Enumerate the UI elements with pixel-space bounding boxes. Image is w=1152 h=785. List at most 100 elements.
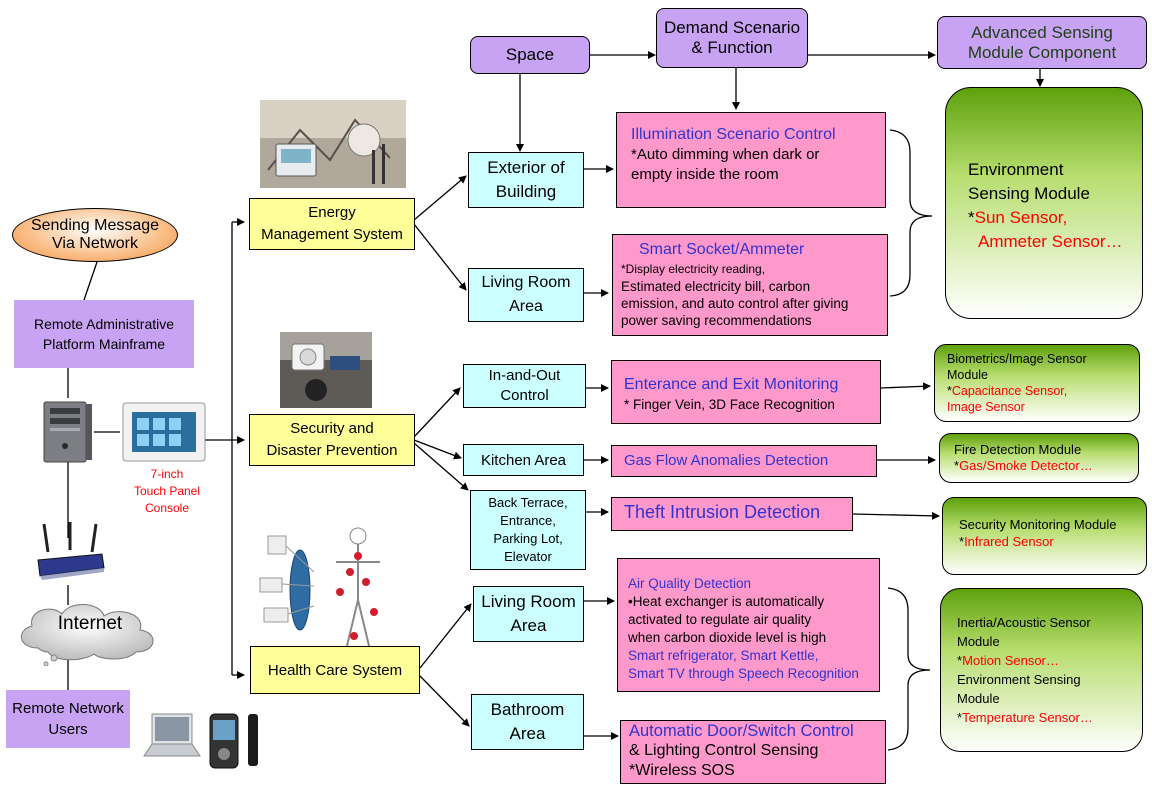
internet-cloud-icon xyxy=(21,604,154,666)
security-line2: Disaster Prevention xyxy=(266,442,398,459)
energy-management-box: Energy Management System xyxy=(249,198,415,250)
security-disaster-box: Security and Disaster Prevention xyxy=(249,414,415,466)
in-out-control-box: In-and-Out Control xyxy=(463,364,586,408)
remote-admin-line2: Platform Mainframe xyxy=(42,336,166,352)
brace-health xyxy=(887,587,931,751)
environment-sensing-module: Environment Sensing Module *Sun Sensor, … xyxy=(945,87,1143,319)
inertia-acoustic-module: Inertia/Acoustic Sensor Module *Motion S… xyxy=(940,588,1143,752)
slim-phone-icon xyxy=(248,714,258,766)
fire-detection-module: Fire Detection Module *Gas/Smoke Detecto… xyxy=(939,433,1139,483)
bio-sensor-1-text: Capacitance Sensor, xyxy=(951,384,1068,398)
fire-sensor-text: Gas/Smoke Detector… xyxy=(959,458,1093,473)
living-room-box-1: Living Room Area xyxy=(468,268,584,322)
living1-line2: Area xyxy=(509,298,543,315)
illumination-body-2: empty inside the room xyxy=(631,166,779,183)
internet-label: Internet xyxy=(57,613,123,634)
bathroom-line2: Area xyxy=(509,724,546,743)
gas-flow-box: Gas Flow Anomalies Detection xyxy=(611,445,877,477)
entrance-body: * Finger Vein, 3D Face Recognition xyxy=(624,397,835,412)
air-extra-1: Smart refrigerator, Smart Kettle, xyxy=(628,648,819,663)
demand-label-line2: & Function xyxy=(691,38,773,57)
theft-intrusion-box: Theft Intrusion Detection xyxy=(611,497,853,531)
exterior-building-box: Exterior of Building xyxy=(468,152,584,208)
security-photo xyxy=(280,332,372,408)
living2-line1: Living Room xyxy=(481,592,576,611)
inertia-title2-2: Module xyxy=(957,691,1000,706)
security-line1: Security and xyxy=(290,420,374,437)
air-quality-box: Air Quality Detection •Heat exchanger is… xyxy=(617,558,880,692)
illumination-control-box: Illumination Scenario Control *Auto dimm… xyxy=(616,112,886,208)
socket-body-3: emission, and auto control after giving xyxy=(621,296,849,311)
inertia-title-1: Inertia/Acoustic Sensor xyxy=(957,615,1091,630)
arrow-health-living2 xyxy=(419,603,472,669)
secmon-sensor: *Infrared Sensor xyxy=(959,534,1054,549)
entrance-exit-box: Enterance and Exit Monitoring * Finger V… xyxy=(611,360,881,424)
arrow-energy-exterior xyxy=(413,175,467,221)
arrow-health-bathroom xyxy=(419,675,470,727)
door-title: Automatic Door/Switch Control xyxy=(629,722,854,740)
laptop-icon xyxy=(143,713,201,757)
energy-line1: Energy xyxy=(308,204,356,221)
inertia-sensor-2-text: Temperature Sensor… xyxy=(962,710,1093,725)
arrow-security-kitchen xyxy=(413,439,462,460)
env-title-1: Environment xyxy=(968,160,1064,179)
living-room-box-2: Living Room Area xyxy=(473,586,584,642)
arrow-entrance-bio xyxy=(880,382,931,391)
air-body-2: activated to regulate air quality xyxy=(628,612,812,627)
space-label: Space xyxy=(505,45,555,64)
remote-admin-line1: Remote Administrative xyxy=(33,316,175,332)
inertia-sensor-1-text: Motion Sensor… xyxy=(962,653,1059,668)
security-monitoring-module: Security Monitoring Module *Infrared Sen… xyxy=(942,497,1147,575)
door-switch-box: Automatic Door/Switch Control & Lighting… xyxy=(620,720,886,784)
door-body-1: & Lighting Control Sensing xyxy=(629,742,819,759)
socket-title: Smart Socket/Ammeter xyxy=(639,241,805,258)
illumination-title: Illumination Scenario Control xyxy=(631,126,836,143)
fire-title: Fire Detection Module xyxy=(954,442,1082,457)
server-icon xyxy=(43,401,92,463)
inout-line2: Control xyxy=(500,387,549,404)
demand-scenario-box: Demand Scenario & Function xyxy=(656,8,808,68)
demand-label-line1: Demand Scenario xyxy=(663,18,801,37)
remote-users-line1: Remote Network xyxy=(12,700,124,717)
secmon-title: Security Monitoring Module xyxy=(959,517,1117,532)
arrow-security-inout xyxy=(413,387,461,438)
energy-line2: Management System xyxy=(261,226,403,243)
router-icon xyxy=(37,522,105,580)
exterior-line2: Building xyxy=(495,182,557,201)
bio-title-1: Biometrics/Image Sensor xyxy=(947,352,1087,366)
env-sensor-1: *Sun Sensor, xyxy=(968,208,1068,227)
advanced-sensing-box: Advanced Sensing Module Component xyxy=(937,16,1147,69)
entrance-title: Enterance and Exit Monitoring xyxy=(624,376,839,393)
fire-sensor: *Gas/Smoke Detector… xyxy=(954,458,1093,473)
health-care-box: Health Care System xyxy=(250,646,420,694)
inout-line1: In-and-Out xyxy=(488,367,561,384)
arrow-security-back xyxy=(413,442,469,491)
inertia-sensor-2: *Temperature Sensor… xyxy=(957,710,1093,725)
socket-body-1: *Display electricity reading, xyxy=(621,262,766,276)
living1-line1: Living Room xyxy=(481,274,571,291)
bio-sensor-2-text: Image Sensor xyxy=(947,400,1025,414)
bathroom-line1: Bathroom xyxy=(490,700,565,719)
env-sensor-2-text: Ammeter Sensor… xyxy=(978,232,1123,251)
biometrics-module: Biometrics/Image Sensor Module *Capacita… xyxy=(934,344,1140,422)
back-line2: Entrance, xyxy=(500,513,556,528)
bio-title-2: Module xyxy=(947,368,988,382)
brace-energy xyxy=(889,129,933,297)
gas-label: Gas Flow Anomalies Detection xyxy=(624,452,829,469)
bio-sensor-2: Image Sensor xyxy=(947,399,1139,415)
inertia-title2-1: Environment Sensing xyxy=(957,672,1081,687)
env-title-2: Sensing Module xyxy=(968,184,1090,203)
touch-panel-label: 7-inch Touch Panel Console xyxy=(122,466,212,517)
air-body-1: •Heat exchanger is automatically xyxy=(628,594,825,609)
back-line3: Parking Lot, xyxy=(493,531,563,546)
remote-users-box: Remote Network Users xyxy=(6,690,130,748)
secmon-sensor-text: Infrared Sensor xyxy=(964,534,1054,549)
inertia-sensor-1: *Motion Sensor… xyxy=(957,653,1059,668)
health-label: Health Care System xyxy=(267,661,403,679)
space-box: Space xyxy=(470,36,590,74)
living2-line2: Area xyxy=(510,616,547,635)
mobile-phone-icon xyxy=(209,713,239,769)
advanced-label-line2: Module Component xyxy=(967,42,1117,62)
air-extra-2: Smart TV through Speech Recognition xyxy=(628,666,859,681)
remote-users-line2: Users xyxy=(48,721,88,738)
